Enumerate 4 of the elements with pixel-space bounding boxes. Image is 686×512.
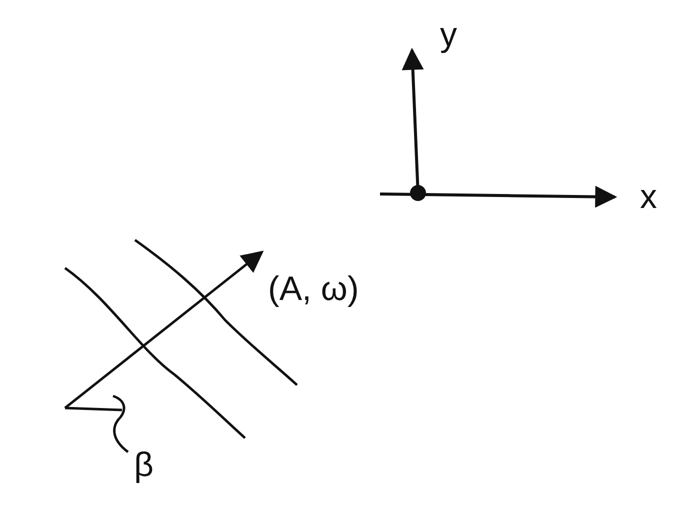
angle-label: β — [134, 448, 154, 482]
wave-label: (A, ω) — [268, 272, 359, 306]
axis-label: y — [440, 18, 457, 52]
axis-label: x — [640, 180, 657, 214]
